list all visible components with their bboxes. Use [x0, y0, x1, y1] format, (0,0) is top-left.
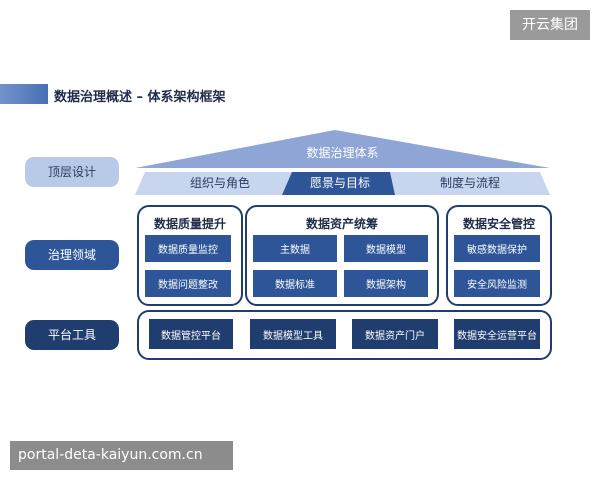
group-title: 数据安全管控 [462, 217, 535, 231]
roof-title: 数据治理体系 [306, 146, 379, 160]
title-accent-bar [0, 84, 48, 104]
item-master-data: 主数据 [253, 235, 337, 262]
group-data-security: 数据安全管控 敏感数据保护 安全风险监测 [446, 205, 552, 306]
roof-segment-vision: 愿景与目标 [309, 176, 370, 190]
roof-segment-process: 制度与流程 [439, 176, 500, 190]
roof-triangle [135, 130, 550, 168]
page-title: 数据治理概述 – 体系架构框架 [54, 90, 226, 105]
roof-band-active [282, 172, 395, 195]
group-title: 数据资产统筹 [305, 217, 378, 231]
item-sensitive-protect: 敏感数据保护 [454, 235, 540, 262]
item-risk-monitor: 安全风险监测 [454, 270, 540, 297]
roof-segment-org: 组织与角色 [189, 176, 250, 190]
item-data-architecture: 数据架构 [344, 270, 428, 297]
group-data-quality: 数据质量提升 数据质量监控 数据问题整改 [137, 205, 243, 306]
brand-badge: 开云集团 [510, 10, 590, 40]
item-data-standard: 数据标准 [253, 270, 337, 297]
item-quality-monitor: 数据质量监控 [145, 235, 231, 262]
label-governance: 治理领域 [25, 240, 119, 270]
item-data-model: 数据模型 [344, 235, 428, 262]
watermark-url: portal-deta-kaiyun.com.cn [10, 441, 233, 470]
group-data-assets: 数据资产统筹 主数据 数据模型 数据标准 数据架构 [245, 205, 439, 306]
tool-model-tool: 数据模型工具 [250, 319, 336, 349]
tool-governance-platform: 数据管控平台 [149, 319, 233, 349]
label-platform: 平台工具 [25, 320, 119, 350]
item-issue-rectify: 数据问题整改 [145, 270, 231, 297]
tool-asset-portal: 数据资产门户 [352, 319, 438, 349]
group-title: 数据质量提升 [153, 217, 226, 231]
label-top-design: 顶层设计 [25, 157, 119, 187]
tool-security-ops: 数据安全运营平台 [454, 319, 540, 349]
